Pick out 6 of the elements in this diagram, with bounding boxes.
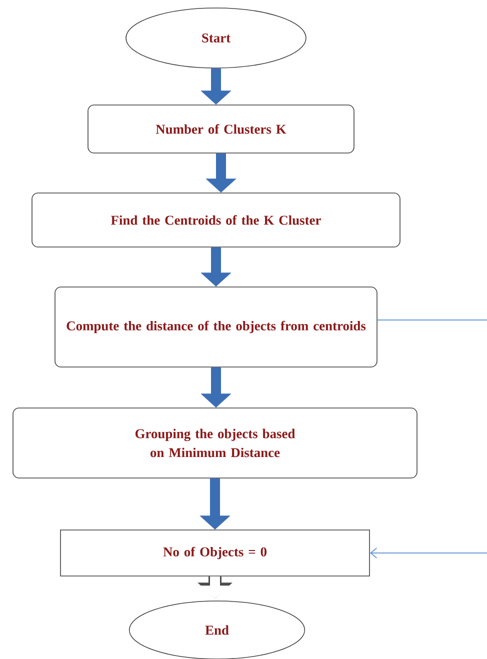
process-box: Find the Centroids of the K Cluster bbox=[32, 192, 400, 248]
process-box: Number of Clusters K bbox=[88, 104, 354, 154]
arrow bbox=[370, 548, 487, 558]
decision-box: No of Objects = 0 bbox=[60, 530, 370, 576]
process-box: Grouping the objects based on Minimum Distance bbox=[12, 408, 418, 478]
process-box: Compute the distance of the objects from centroids bbox=[54, 286, 378, 368]
